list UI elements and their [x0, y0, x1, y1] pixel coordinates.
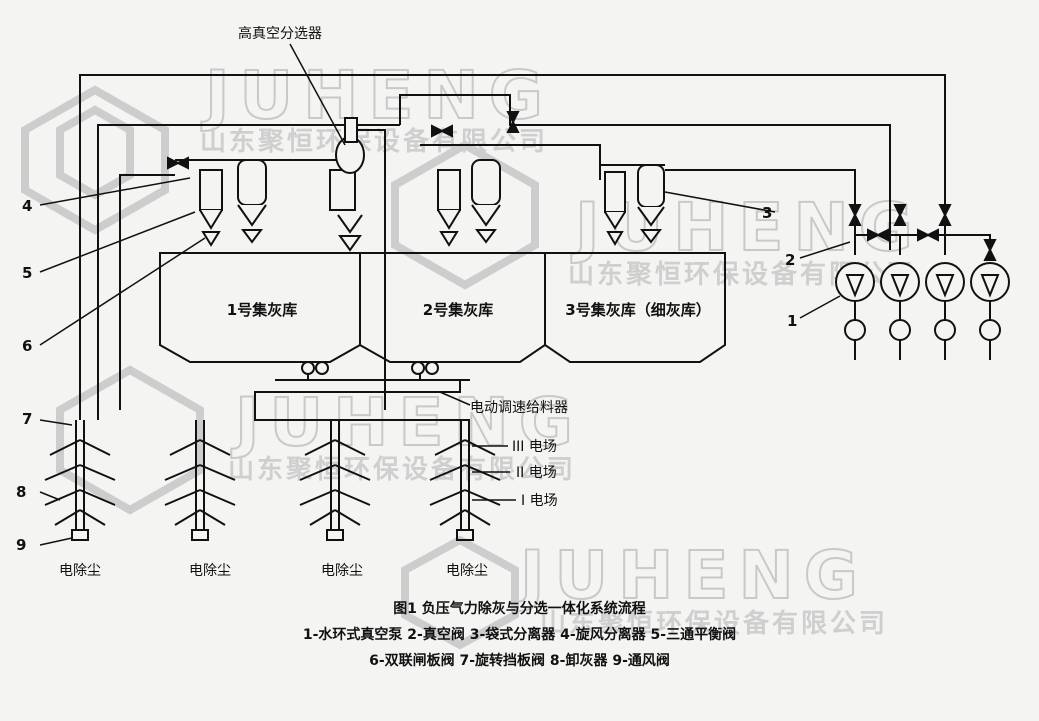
- leader-lines: [39, 43, 851, 546]
- watermark-company: 山东聚恒环保设备有限公司: [200, 126, 548, 157]
- callout-9: 9: [16, 536, 26, 554]
- watermark: JUHENG 山东聚恒环保设备有限公司 JUHENG 山东聚恒环保设备有限公司 …: [21, 56, 914, 650]
- vacuum-pumps: [835, 262, 1010, 360]
- ash-silos: 1号集灰库 2号集灰库 3号集灰库（细灰库）: [159, 252, 726, 363]
- silo-1-label: 1号集灰库: [227, 301, 297, 319]
- precipitator-tree: [44, 420, 116, 541]
- valve-icon: [983, 239, 997, 261]
- high-vacuum-separator: [329, 117, 365, 252]
- watermark-brand: JUHENG: [231, 384, 583, 461]
- high-vacuum-separator-label: 高真空分选器: [238, 25, 322, 42]
- feeder-icon: [411, 361, 425, 375]
- cyclone-separator: [437, 169, 461, 247]
- precipitator-label: 电除尘: [446, 563, 488, 579]
- valve-icon: [867, 228, 889, 242]
- feeder-label: 电动调速给料器: [470, 400, 568, 416]
- figure-caption-legend-1: 1-水环式真空泵 2-真空阀 3-袋式分离器 4-旋风分离器 5-三通平衡阀: [302, 627, 737, 643]
- callouts: 4 5 6 7 8 9 3 2 1: [16, 197, 797, 554]
- watermark-company: 山东聚恒环保设备有限公司: [540, 608, 888, 639]
- field-2-label: II 电场: [516, 465, 557, 481]
- field-1-label: I 电场: [521, 493, 558, 509]
- valve-icon: [917, 228, 939, 242]
- field-3-label: III 电场: [512, 439, 557, 455]
- cyclone-separator: [199, 169, 223, 247]
- water-ring-vacuum-pump: [925, 262, 965, 360]
- figure-caption-title: 图1 负压气力除灰与分选一体化系统流程: [393, 601, 646, 617]
- precipitator-label: 电除尘: [59, 563, 101, 579]
- feeder-icon: [301, 361, 315, 375]
- precipitator-tree: [299, 420, 371, 541]
- feeder-icon: [315, 361, 329, 375]
- valve-icon: [431, 124, 453, 138]
- callout-4: 4: [22, 197, 32, 215]
- bag-separator: [637, 164, 665, 244]
- callout-8: 8: [16, 483, 26, 501]
- water-ring-vacuum-pump: [835, 262, 875, 360]
- callout-7: 7: [22, 410, 32, 428]
- callout-6: 6: [22, 337, 32, 355]
- feeders: [301, 361, 439, 375]
- precipitator-label: 电除尘: [321, 563, 363, 579]
- precipitators: [44, 420, 501, 541]
- water-ring-vacuum-pump: [970, 262, 1010, 360]
- watermark-brand: JUHENG: [516, 537, 868, 614]
- callout-2: 2: [785, 251, 795, 269]
- precipitator-label: 电除尘: [189, 563, 231, 579]
- callout-1: 1: [787, 312, 797, 330]
- silo-3: [544, 252, 726, 363]
- bag-separator: [237, 159, 267, 244]
- feeder-icon: [425, 361, 439, 375]
- callout-3: 3: [762, 204, 772, 222]
- valve-icon: [167, 156, 189, 170]
- bag-separator: [471, 159, 501, 244]
- valve-icon: [893, 204, 907, 226]
- piping-network: [79, 74, 991, 421]
- field-marks: [472, 445, 516, 501]
- silo-3-label: 3号集灰库（细灰库）: [565, 301, 710, 319]
- valve-icon: [848, 204, 862, 226]
- watermark-company: 山东聚恒环保设备有限公司: [228, 454, 576, 485]
- separators: [199, 117, 665, 252]
- valves: [167, 111, 997, 261]
- figure-caption-legend-2: 6-双联闸板阀 7-旋转挡板阀 8-卸灰器 9-通风阀: [369, 653, 670, 669]
- silo-2-label: 2号集灰库: [423, 301, 493, 319]
- water-ring-vacuum-pump: [880, 262, 920, 360]
- precipitator-tree: [164, 420, 236, 541]
- cyclone-separator: [604, 171, 626, 246]
- valve-icon: [938, 204, 952, 226]
- callout-5: 5: [22, 264, 32, 282]
- valve-icon: [506, 111, 520, 133]
